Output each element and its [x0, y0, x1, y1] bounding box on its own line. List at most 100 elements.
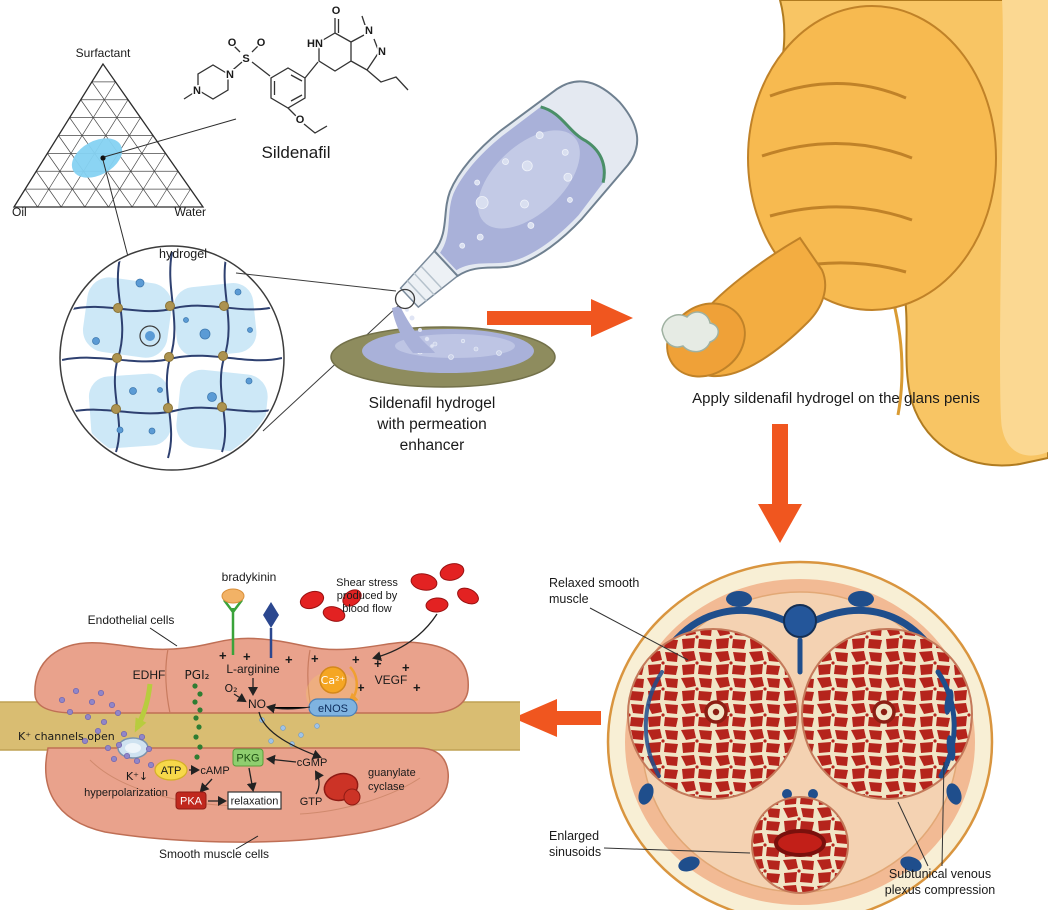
- dot: [199, 328, 211, 340]
- enos-label: eNOS: [318, 703, 348, 715]
- dot: [194, 754, 200, 760]
- potassium-ions: [58, 687, 155, 769]
- deep-dorsal-vein: [783, 604, 817, 638]
- dot: [405, 308, 409, 312]
- hydrogel-label: hydrogel: [159, 247, 207, 261]
- no-label: NO: [248, 697, 266, 711]
- subtunical-label-1: Subtunical venous: [889, 867, 991, 881]
- body-highlight: [1000, 0, 1048, 456]
- atp-label: ATP: [161, 765, 182, 777]
- ternary-oil-label: Oil: [12, 205, 27, 219]
- dot: [129, 387, 137, 395]
- pour-stream: [392, 306, 435, 353]
- dot: [115, 741, 123, 749]
- dot: [148, 427, 156, 435]
- relaxation-label: relaxation: [231, 796, 279, 808]
- venule: [946, 783, 962, 805]
- dorsal-vessel-right: [810, 606, 930, 646]
- magnifier-lines: [235, 272, 399, 432]
- dot: [123, 752, 131, 760]
- dot: [114, 709, 122, 717]
- magnifier-source-circle: [394, 288, 416, 310]
- atom-n-pyrazole-2: N: [378, 46, 386, 58]
- dot: [193, 734, 199, 740]
- calcium-arrow: [347, 666, 359, 703]
- hydrogel-zoom: hydrogel: [59, 245, 399, 471]
- dot: [133, 757, 141, 765]
- arrow-down: [758, 424, 802, 543]
- dot: [476, 233, 484, 241]
- callout-line-to-molecule: [103, 118, 237, 158]
- no-molecules: [259, 717, 320, 747]
- signaling-diagram: bradykinin Shear stress produced by bloo…: [0, 563, 520, 861]
- dot: [520, 199, 529, 209]
- dot: [92, 337, 100, 345]
- camp-label: cAMP: [200, 765, 229, 777]
- dot: [527, 222, 535, 229]
- hand-application-illustration: [661, 0, 1048, 467]
- bradykinin-receptor: [223, 599, 243, 655]
- relaxed-pointer: [589, 607, 689, 661]
- relaxed-label-2: muscle: [549, 592, 589, 606]
- stream-bubbles: [405, 308, 434, 348]
- plus-sign: +: [374, 656, 382, 671]
- enlarged-label-1: Enlarged: [549, 829, 599, 843]
- dot: [234, 288, 242, 296]
- plus-sign: +: [357, 680, 365, 695]
- composition-dot: [100, 155, 106, 161]
- pgi2-vesicles: [192, 683, 203, 760]
- dot: [473, 346, 479, 352]
- urethra: [774, 829, 826, 857]
- edhf-arrow: [134, 683, 153, 733]
- bottle-caption-3: enhancer: [400, 437, 465, 454]
- ternary-diagram: Surfactant Oil Water: [12, 46, 237, 331]
- penis-cross-section: [606, 560, 994, 910]
- venule: [900, 856, 922, 872]
- cross-section-labels: Relaxed smooth muscle Enlarged sinusoids…: [549, 576, 995, 897]
- pkg-label: PKG: [236, 753, 259, 765]
- dot: [196, 724, 202, 730]
- dot: [81, 737, 89, 745]
- plus-sign: +: [413, 680, 421, 695]
- dot: [84, 713, 92, 721]
- arrow-left: [513, 699, 601, 737]
- ternary-top-label: Surfactant: [76, 46, 131, 60]
- bottle-caption-1: Sildenafil hydrogel: [369, 395, 496, 412]
- relaxed-label-1: Relaxed smooth: [549, 576, 639, 590]
- drug-particles: [92, 278, 253, 435]
- dot: [72, 687, 80, 695]
- hydrogel-content: [62, 251, 282, 459]
- dot: [475, 196, 489, 209]
- bottle: [399, 80, 639, 309]
- shear-arrow: [372, 613, 438, 661]
- cgmp-label: cGMP: [297, 757, 328, 769]
- dot: [563, 172, 573, 182]
- dorsal-vessel-left: [670, 606, 790, 646]
- venule: [638, 783, 654, 805]
- k-channels-label: K⁺ channels open: [18, 730, 115, 743]
- plus-sign: +: [219, 648, 227, 663]
- subtunical-label-2: plexus compression: [885, 883, 996, 897]
- ca-label: Ca²⁺: [321, 674, 346, 687]
- guanylate-label-2: cyclase: [368, 781, 405, 793]
- dot: [418, 328, 422, 332]
- atom-o-carbonyl: O: [332, 5, 341, 17]
- dot: [145, 745, 153, 753]
- pka-box: [175, 791, 207, 810]
- endothelial-layer: [34, 637, 469, 714]
- dot: [120, 730, 128, 738]
- o2-label: O₂: [224, 682, 237, 695]
- endothelial-pointer: [149, 627, 178, 647]
- dot: [561, 148, 569, 156]
- bradykinin-label: bradykinin: [222, 570, 277, 584]
- dot: [88, 698, 96, 706]
- red-blood-cells: [299, 563, 479, 622]
- dot: [314, 723, 320, 729]
- no-to-gc-arrow: [258, 711, 322, 760]
- shear-label-2: produced by: [337, 590, 398, 602]
- dot: [197, 744, 203, 750]
- subtunical-plexus-right: [935, 669, 957, 779]
- venule: [678, 856, 700, 872]
- dot: [116, 426, 124, 434]
- dot: [432, 341, 438, 347]
